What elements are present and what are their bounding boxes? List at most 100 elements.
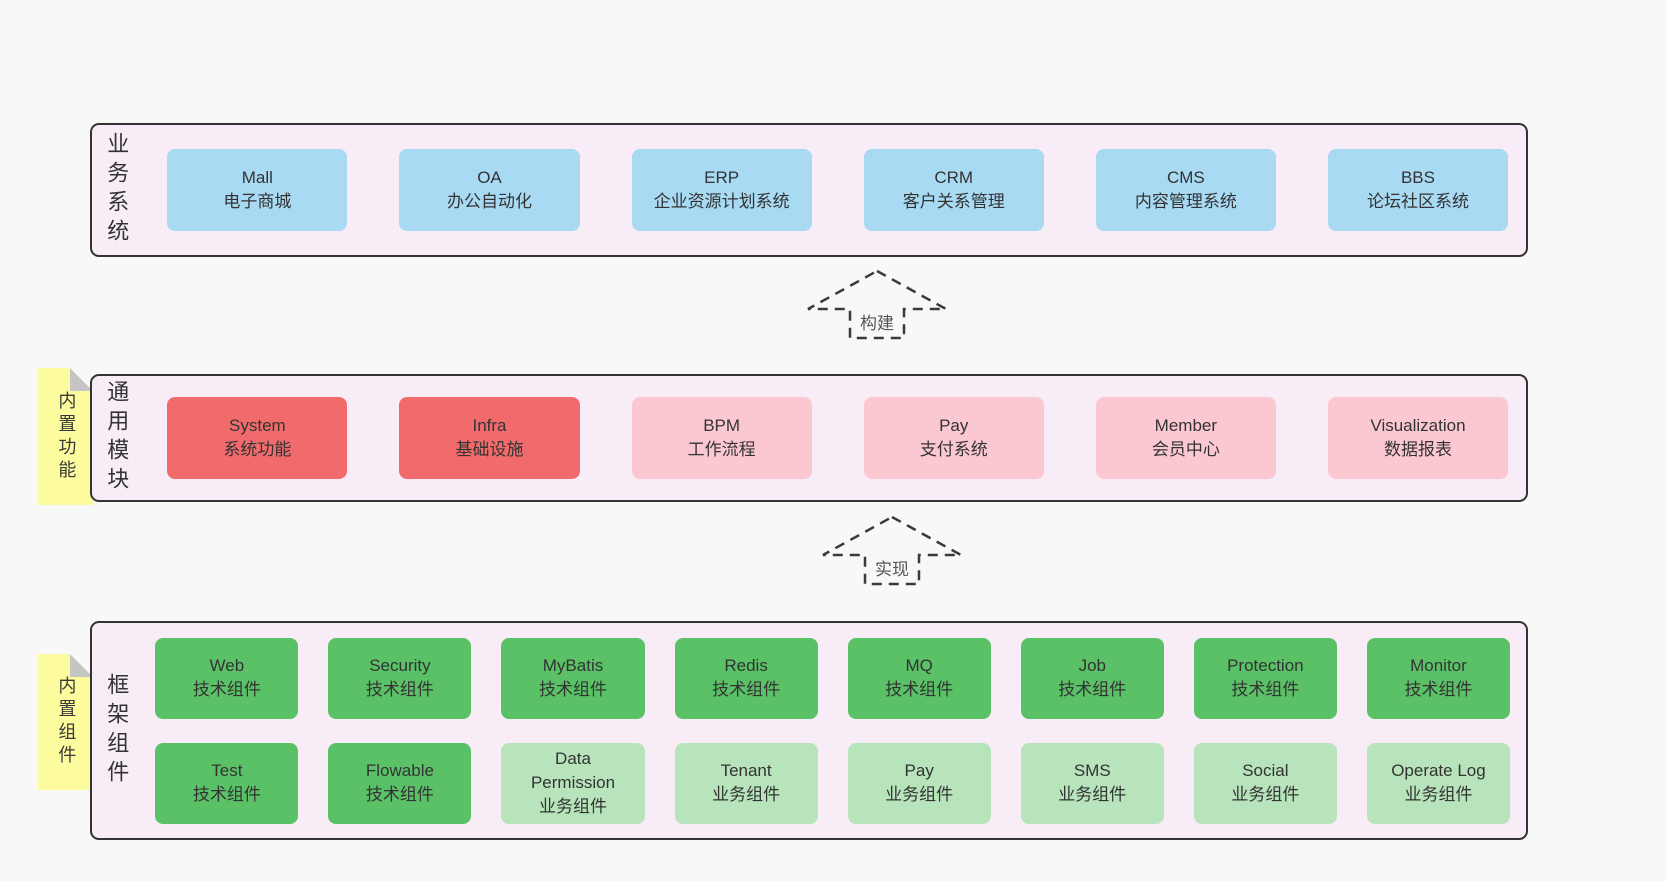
box-pay: Pay 支付系统 — [863, 397, 1044, 479]
box-subtitle: 技术组件 — [1058, 680, 1127, 699]
box-subtitle: 业务组件 — [1404, 785, 1473, 804]
box-job: Job 技术组件 — [1020, 637, 1164, 719]
box-mq: MQ 技术组件 — [847, 637, 991, 719]
box-title: Infra — [472, 415, 507, 435]
box-title: OA — [477, 167, 502, 187]
arrow-build: 构建 — [805, 268, 949, 340]
box-title: Monitor — [1410, 655, 1467, 675]
box-subtitle: 支付系统 — [919, 440, 988, 459]
box-title: MyBatis — [542, 655, 604, 675]
box-title: Member — [1154, 415, 1218, 435]
box-title: Data Permission — [530, 748, 616, 792]
box-title: Job — [1078, 655, 1106, 675]
arrow-implement: 实现 — [820, 514, 964, 586]
box-title: Redis — [724, 655, 768, 675]
box-subtitle: 基础设施 — [455, 440, 524, 459]
box-title: SMS — [1073, 760, 1111, 780]
box-test: Test 技术组件 — [155, 742, 299, 824]
box-subtitle: 电子商城 — [223, 192, 292, 211]
box-title: System — [229, 415, 286, 435]
box-subtitle: 技术组件 — [885, 680, 954, 699]
box-oa: OA 办公自动化 — [399, 149, 580, 231]
box-subtitle: 系统功能 — [223, 440, 292, 459]
sticky-tag-label: 内置组件 — [56, 676, 77, 768]
section-common-modules: 通用模块 System 系统功能 Infra 基础设施 BPM 工作流程 Pay… — [90, 374, 1528, 502]
box-bbs: BBS 论坛社区系统 — [1327, 149, 1509, 231]
box-title: BBS — [1400, 167, 1435, 187]
box-subtitle: 技术组件 — [539, 680, 607, 699]
box-subtitle: 企业资源计划系统 — [653, 192, 790, 211]
box-crm: CRM 客户关系管理 — [863, 149, 1044, 231]
box-title: Mall — [241, 167, 273, 187]
box-data-permission: Data Permission 业务组件 — [501, 742, 645, 824]
modules-box-row: System 系统功能 Infra 基础设施 BPM 工作流程 Pay 支付系统… — [167, 397, 1509, 479]
box-title: Tenant — [720, 760, 772, 780]
section-business-systems: 业务系统 Mall 电子商城 OA 办公自动化 ERP 企业资源计划系统 CRM… — [90, 123, 1528, 257]
box-subtitle: 业务组件 — [712, 785, 781, 804]
box-pay: Pay 业务组件 — [847, 742, 991, 824]
box-subtitle: 技术组件 — [365, 680, 434, 699]
framework-box-grid: Web 技术组件 Security 技术组件 MyBatis 技术组件 Redi… — [155, 637, 1510, 824]
box-subtitle: 业务组件 — [885, 785, 954, 804]
box-web: Web 技术组件 — [155, 637, 299, 719]
dashed-up-arrow-icon — [822, 515, 962, 586]
box-subtitle: 数据报表 — [1383, 440, 1452, 459]
box-infra: Infra 基础设施 — [399, 397, 580, 479]
box-mybatis: MyBatis 技术组件 — [501, 637, 645, 719]
box-title: Security — [369, 655, 431, 675]
box-bpm: BPM 工作流程 — [631, 397, 812, 479]
box-subtitle: 工作流程 — [687, 440, 756, 459]
arrow-label: 实现 — [872, 555, 912, 580]
box-subtitle: 技术组件 — [712, 680, 781, 699]
box-title: CMS — [1166, 167, 1205, 187]
sticky-tag-built-in-components: 内置组件 — [38, 654, 93, 790]
box-tenant: Tenant 业务组件 — [674, 742, 818, 824]
section-framework-components: 框架组件 Web 技术组件 Security 技术组件 MyBatis 技术组件… — [90, 621, 1528, 840]
section-label-business: 业务系统 — [104, 132, 130, 248]
box-subtitle: 业务组件 — [539, 797, 607, 817]
box-system: System 系统功能 — [167, 397, 348, 479]
box-redis: Redis 技术组件 — [674, 637, 818, 719]
dashed-up-arrow-icon — [807, 269, 947, 340]
box-subtitle: 技术组件 — [365, 785, 434, 804]
box-subtitle: 技术组件 — [1231, 680, 1300, 699]
box-social: Social 业务组件 — [1193, 742, 1337, 824]
box-mall: Mall 电子商城 — [167, 149, 348, 231]
box-flowable: Flowable 技术组件 — [328, 742, 472, 824]
box-subtitle: 办公自动化 — [446, 192, 532, 211]
box-title: CRM — [934, 167, 974, 187]
sticky-tag-label: 内置功能 — [56, 390, 77, 483]
box-erp: ERP 企业资源计划系统 — [631, 149, 812, 231]
box-subtitle: 技术组件 — [192, 680, 261, 699]
sticky-tag-built-in-features: 内置功能 — [38, 368, 93, 505]
section-label-modules: 通用模块 — [104, 380, 130, 496]
box-subtitle: 业务组件 — [1058, 785, 1127, 804]
box-title: Test — [211, 760, 243, 780]
box-operate-log: Operate Log 业务组件 — [1366, 742, 1510, 824]
box-title: Flowable — [365, 760, 434, 780]
box-title: ERP — [704, 167, 740, 187]
box-subtitle: 技术组件 — [1404, 680, 1473, 699]
box-title: Pay — [904, 760, 934, 780]
box-subtitle: 论坛社区系统 — [1366, 192, 1469, 211]
box-cms: CMS 内容管理系统 — [1095, 149, 1276, 231]
box-title: Social — [1242, 760, 1289, 780]
box-protection: Protection 技术组件 — [1193, 637, 1337, 719]
box-subtitle: 会员中心 — [1151, 440, 1220, 459]
box-title: Operate Log — [1391, 760, 1486, 780]
box-security: Security 技术组件 — [328, 637, 472, 719]
box-title: Web — [209, 655, 245, 675]
section-label-framework: 框架组件 — [104, 672, 130, 789]
box-title: Protection — [1227, 655, 1304, 675]
box-visualization: Visualization 数据报表 — [1327, 397, 1509, 479]
box-subtitle: 内容管理系统 — [1134, 192, 1237, 211]
box-title: MQ — [905, 655, 933, 675]
box-subtitle: 客户关系管理 — [902, 192, 1005, 211]
arrow-label: 构建 — [857, 309, 897, 334]
box-subtitle: 技术组件 — [192, 785, 261, 804]
business-box-row: Mall 电子商城 OA 办公自动化 ERP 企业资源计划系统 CRM 客户关系… — [167, 149, 1509, 231]
box-monitor: Monitor 技术组件 — [1366, 637, 1510, 719]
box-title: Visualization — [1370, 415, 1466, 435]
box-title: Pay — [939, 415, 969, 435]
